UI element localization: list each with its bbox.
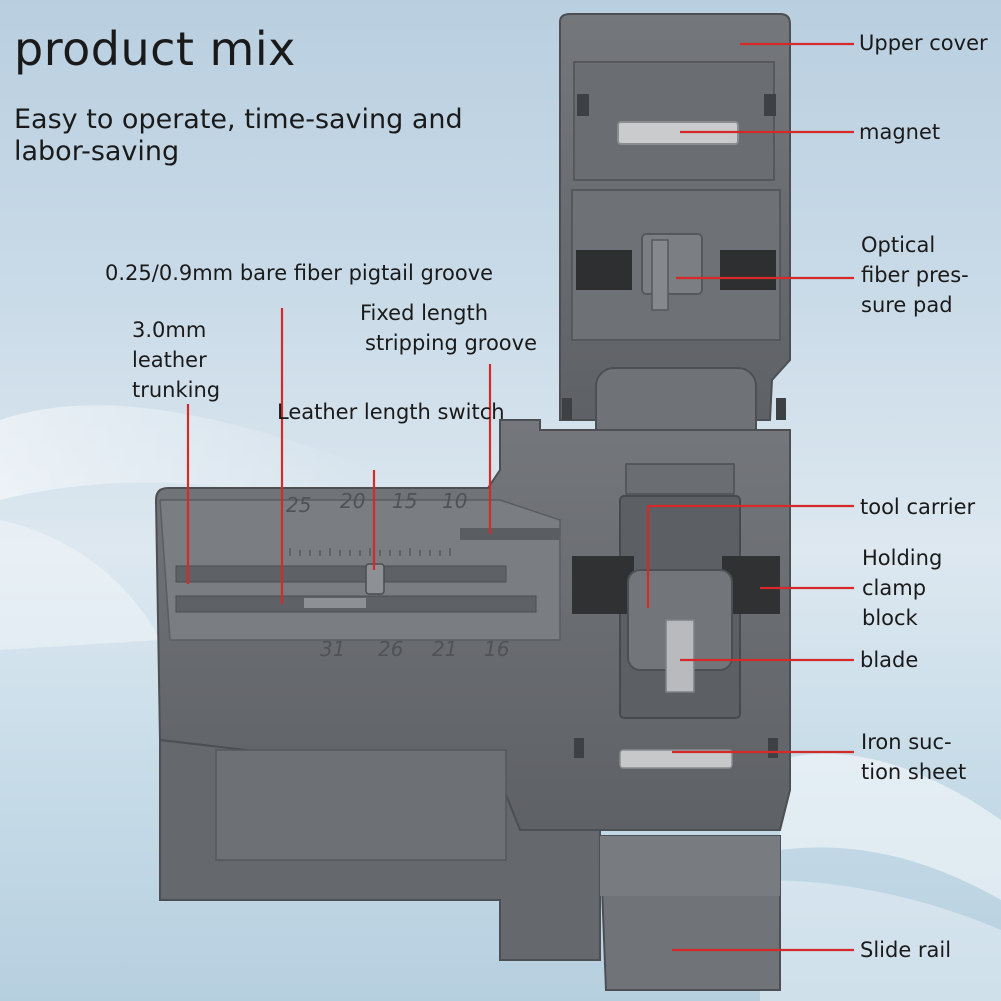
label-holding-line1: Holding <box>862 546 943 570</box>
hinge-slot <box>768 738 778 758</box>
lower-base-front <box>215 749 507 861</box>
hinge-slot <box>577 94 589 116</box>
label-tool-carrier: tool carrier <box>860 495 976 519</box>
hinge-slot <box>574 738 584 758</box>
label-trunking-line1: 3.0mm <box>132 318 207 342</box>
hinge-slot <box>776 398 786 420</box>
iron-suction-sheet <box>619 749 733 769</box>
page-subtitle: Easy to operate, time-saving and labor-s… <box>14 104 463 167</box>
label-fixed-line2: stripping groove <box>365 331 537 355</box>
pad-holder <box>641 233 703 295</box>
scale-top-numbers: 25 20 15 10 <box>286 489 467 517</box>
label-trunking-line2: leather <box>132 348 207 372</box>
background-wave <box>0 520 160 650</box>
optical-fiber-pressure-pad-left <box>576 250 632 290</box>
scale-bottom-31: 31 <box>320 637 345 661</box>
leader-lines <box>186 42 854 952</box>
label-iron-line1: Iron suc- <box>861 730 952 754</box>
label-slide-rail: Slide rail <box>860 938 952 962</box>
label-fixed-line1: Fixed length <box>360 301 489 325</box>
label-leather-length-switch: Leather length switch <box>277 400 505 424</box>
slide-rail-top <box>600 836 780 896</box>
background-wave <box>780 753 1001 900</box>
scale-top-20: 20 <box>340 489 365 513</box>
scale-bottom-21: 21 <box>432 637 457 661</box>
pad-stem <box>651 239 669 311</box>
label-blade: blade <box>860 648 919 672</box>
label-holding-line3: block <box>862 606 918 630</box>
label-iron-line2: tion sheet <box>861 760 967 784</box>
scale-top-10: 10 <box>442 489 467 513</box>
blade <box>665 619 695 693</box>
scale-bottom-26: 26 <box>378 637 403 661</box>
scale-ticks <box>289 548 451 556</box>
scale-top-15: 15 <box>392 489 417 513</box>
trunking-groove <box>175 565 507 583</box>
label-holding-line2: clamp <box>862 576 927 600</box>
label-upper-cover: Upper cover <box>859 31 988 55</box>
page-title: product mix <box>14 22 296 76</box>
stripping-groove <box>460 528 560 540</box>
label-optical-pad-line2: fiber pres- <box>861 263 969 287</box>
label-magnet: magnet <box>859 120 941 144</box>
background-wave <box>760 880 1001 1001</box>
scale-bottom-numbers: 31 26 21 16 <box>320 637 509 661</box>
label-pigtail-groove: 0.25/0.9mm bare fiber pigtail groove <box>105 261 494 285</box>
label-optical-pad-line1: Optical <box>861 233 936 257</box>
hinge-slot <box>764 94 776 116</box>
hinge-slot <box>562 398 572 420</box>
scale-top-25: 25 <box>286 493 311 517</box>
holding-clamp-block-left <box>572 556 634 614</box>
label-trunking-line3: trunking <box>132 378 221 402</box>
label-optical-pad-line3: sure pad <box>861 293 953 317</box>
optical-fiber-pressure-pad-right <box>720 250 776 290</box>
fixed-length-stop <box>304 598 366 608</box>
tool-carrier-upper <box>625 463 735 495</box>
scale-bottom-16: 16 <box>484 637 509 661</box>
